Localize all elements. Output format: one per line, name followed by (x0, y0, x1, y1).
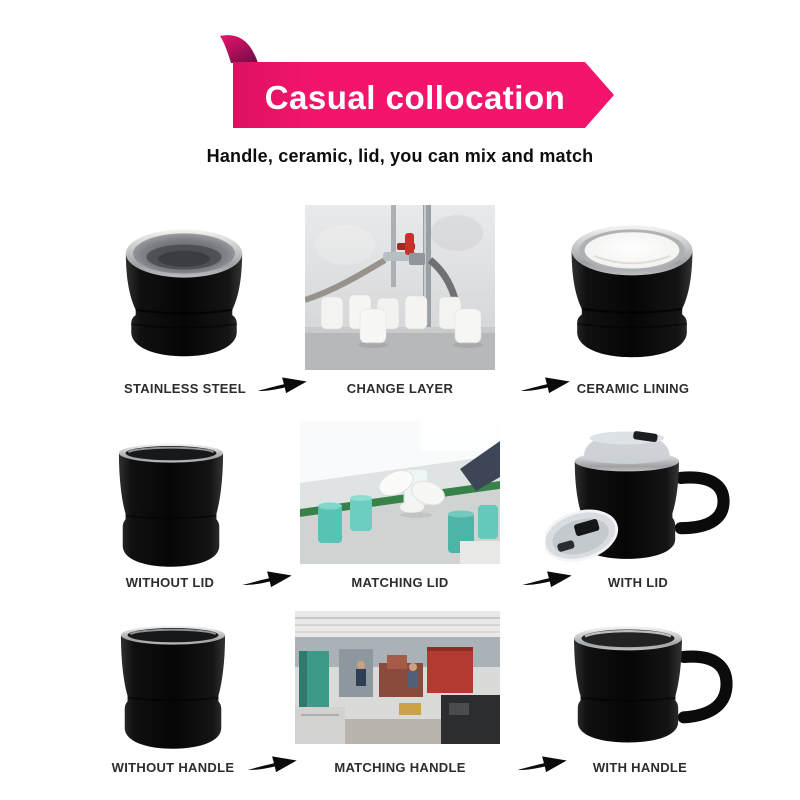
cup-without-lid-image (118, 443, 224, 567)
spray-coating-factory-photo (305, 205, 495, 370)
mug-with-lid-image (545, 431, 730, 562)
label-with-lid: WITH LID (607, 575, 669, 590)
label-without-handle: WITHOUT HANDLE (111, 760, 235, 775)
right-arrow-icon (522, 571, 572, 588)
cup-without-handle-image (120, 625, 226, 749)
label-without-lid: WITHOUT LID (125, 575, 215, 590)
label-change-layer: CHANGE LAYER (346, 381, 454, 396)
mug-with-handle-image (574, 626, 733, 743)
ribbon-banner (220, 35, 614, 128)
ceramic-lining-cup-image (571, 225, 693, 358)
banner-title: Casual collocation (264, 79, 566, 116)
label-matching-lid: MATCHING LID (351, 575, 449, 590)
handle-workshop-factory-photo (295, 611, 500, 744)
label-with-handle: WITH HANDLE (592, 760, 688, 775)
banner-subtitle: Handle, ceramic, lid, you can mix and ma… (206, 146, 594, 166)
stainless-steel-cup-image (125, 229, 243, 357)
mug-handle (677, 650, 733, 724)
right-arrow-icon (257, 377, 307, 394)
label-ceramic-lining: CERAMIC LINING (576, 381, 690, 396)
ribbon-band (233, 62, 614, 128)
right-arrow-icon (242, 571, 292, 588)
label-stainless-steel: STAINLESS STEEL (124, 381, 246, 396)
lid-assembly-factory-photo (300, 421, 500, 564)
mug-handle (674, 471, 730, 535)
ribbon-fold (220, 35, 258, 63)
right-arrow-icon (517, 756, 567, 773)
separate-clear-lid (545, 509, 619, 562)
right-arrow-icon (247, 756, 297, 773)
label-matching-handle: MATCHING HANDLE (334, 760, 466, 775)
right-arrow-icon (520, 377, 570, 394)
